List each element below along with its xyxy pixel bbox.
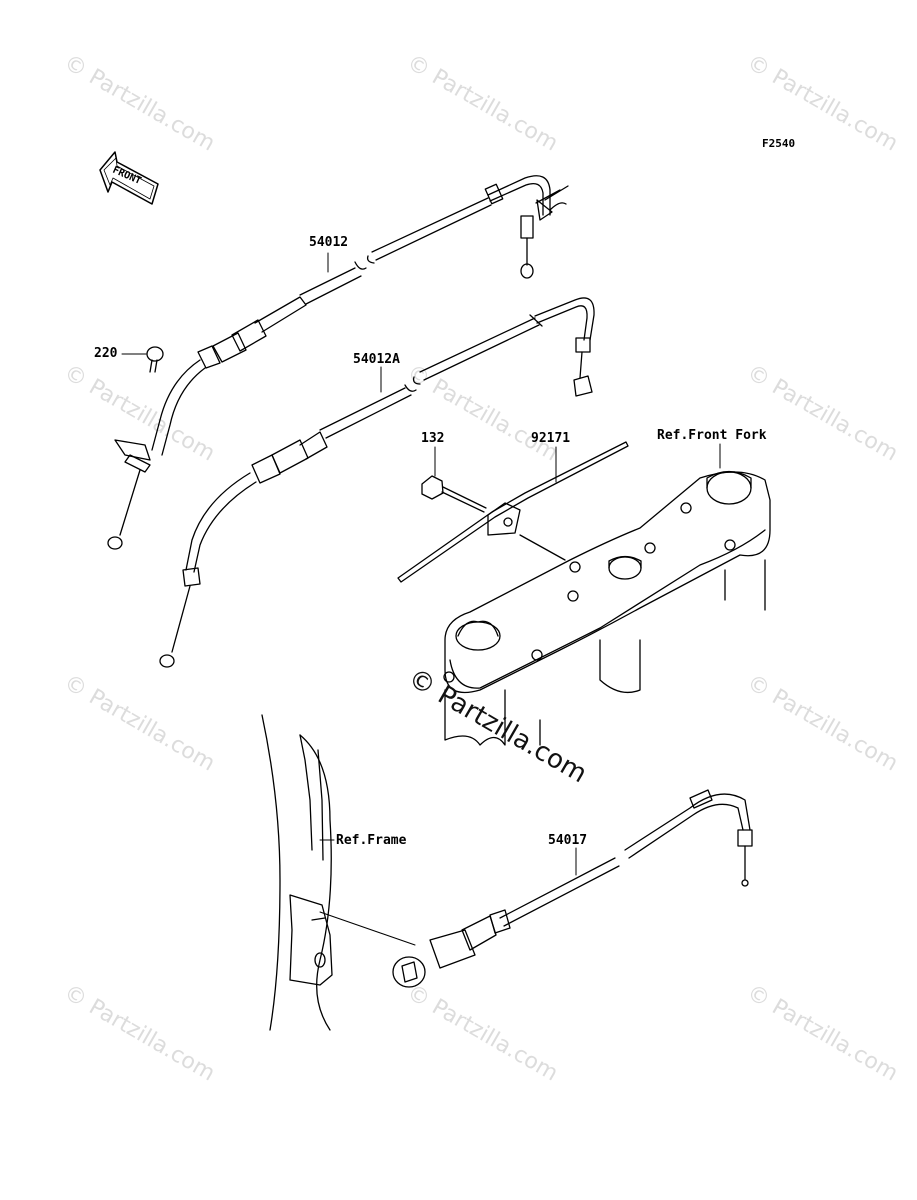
frame	[261, 714, 333, 1031]
clamp-92171	[397, 441, 629, 583]
throttle-cable-54012A	[159, 297, 595, 668]
screw-220	[146, 346, 164, 373]
part-label-92171: 92171	[531, 431, 571, 446]
part-label-220: 220	[94, 346, 118, 361]
fork-top-bracket	[443, 470, 771, 746]
throttle-cable-54012	[107, 175, 569, 550]
part-label-132: 132	[421, 431, 445, 446]
part-label-54012: 54012	[309, 235, 349, 250]
front-arrow-icon	[99, 151, 159, 205]
figure-code: F2540	[762, 137, 796, 150]
ref-front-fork-label: Ref.Front Fork	[657, 428, 767, 443]
part-label-54012A: 54012A	[353, 352, 400, 367]
leader-lines	[121, 252, 721, 946]
ref-frame-label: Ref.Frame	[336, 833, 407, 848]
choke-cable-54017	[392, 789, 753, 988]
part-label-54017: 54017	[548, 833, 588, 848]
bolt-132	[421, 475, 487, 513]
